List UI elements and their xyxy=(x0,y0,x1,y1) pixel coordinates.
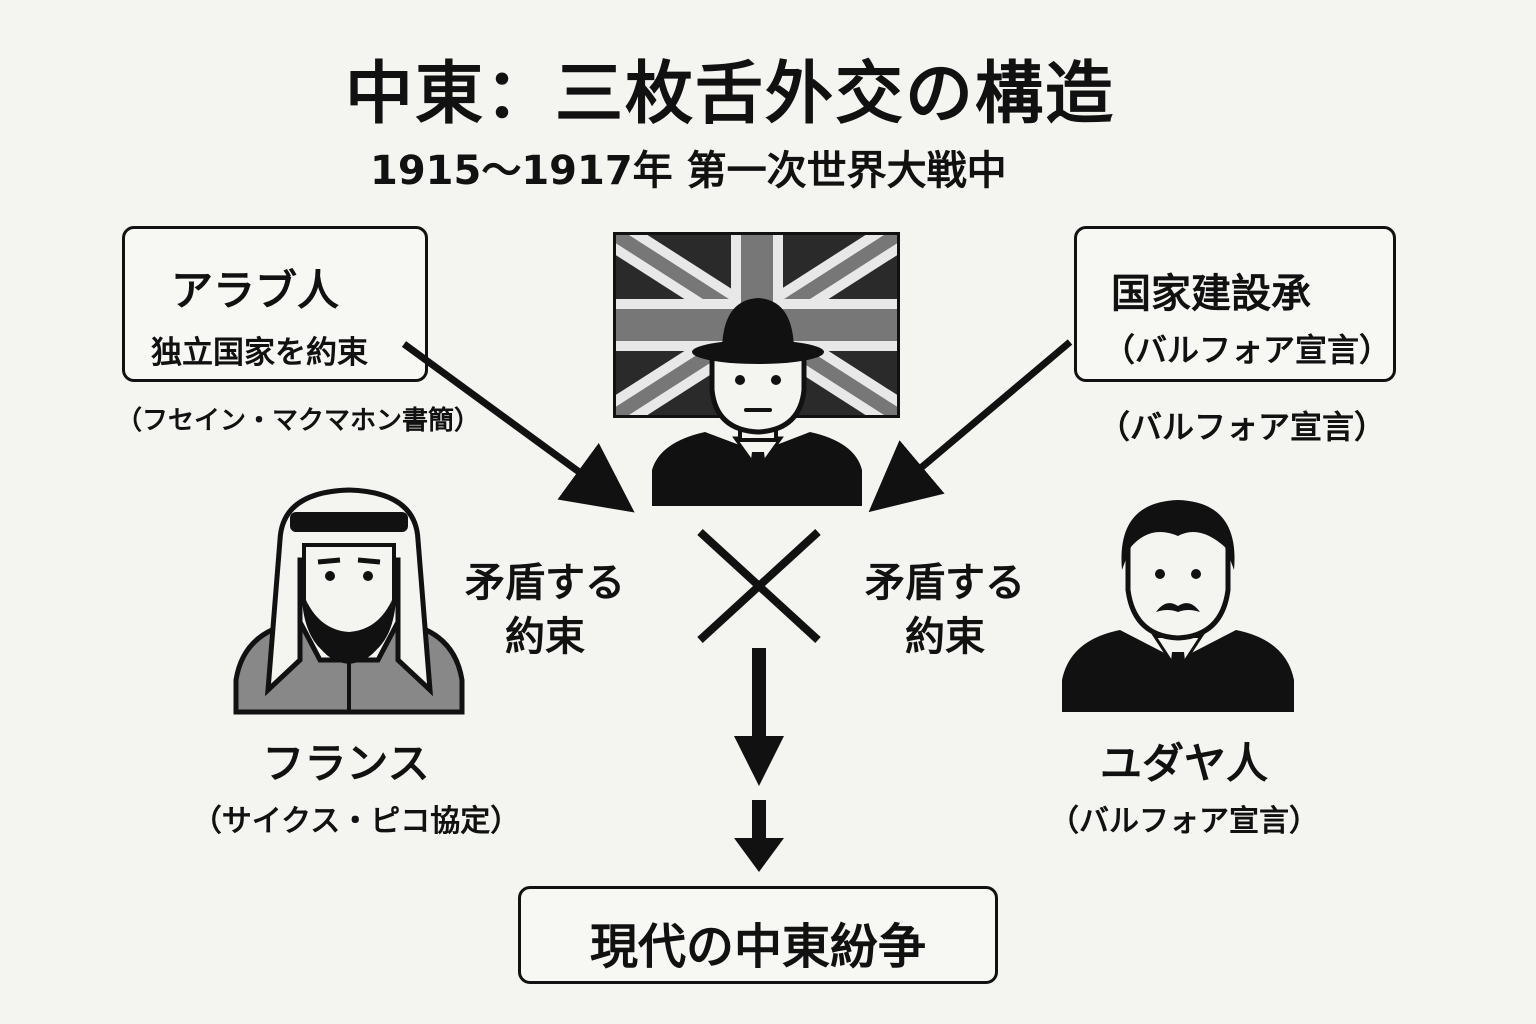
arrow-from-arab xyxy=(401,341,635,513)
contradiction-left-line1: 矛盾する xyxy=(465,560,625,606)
page-title: 中東：三枚舌外交の構造 xyxy=(344,55,1115,134)
contradiction-right-line2: 約束 xyxy=(905,614,985,660)
contradiction-label-left: 矛盾する 約束 xyxy=(450,556,640,664)
state-note: （バルフォア宣言） xyxy=(1098,408,1387,446)
arab-promise-text: 独立国家を約束 xyxy=(151,335,368,371)
arab-man-icon xyxy=(233,487,465,715)
arab-promise-box: アラブ人 独立国家を約束 xyxy=(122,226,428,382)
contradiction-x-icon xyxy=(697,529,821,643)
result-box: 現代の中東紛争 xyxy=(518,886,998,984)
state-promise-text: （バルフォア宣言） xyxy=(1103,331,1392,369)
contradiction-left-line2: 約束 xyxy=(505,614,585,660)
page-subtitle: 1915〜1917年 第一次世界大戦中 xyxy=(370,148,1007,194)
down-arrow-1 xyxy=(734,648,784,786)
arab-note: （フセイン・マクマホン書簡） xyxy=(116,406,481,436)
contradiction-right-line1: 矛盾する xyxy=(865,560,1025,606)
down-arrow-2 xyxy=(734,800,784,872)
result-text: 現代の中東紛争 xyxy=(589,919,926,975)
arrow-from-state xyxy=(868,339,1073,513)
france-name: フランス xyxy=(262,739,430,788)
contradiction-label-right: 矛盾する 約束 xyxy=(850,556,1040,664)
state-heading: 国家建設承 xyxy=(1111,271,1311,317)
jews-name: ユダヤ人 xyxy=(1099,739,1268,788)
france-agreement: （サイクス・ピコ協定） xyxy=(191,804,521,839)
arab-heading: アラブ人 xyxy=(171,266,340,315)
jews-agreement: （バルフォア宣言） xyxy=(1049,804,1319,839)
british-man-icon xyxy=(652,298,862,506)
jewish-man-icon xyxy=(1062,500,1294,712)
state-promise-box: 国家建設承 （バルフォア宣言） xyxy=(1074,226,1396,382)
